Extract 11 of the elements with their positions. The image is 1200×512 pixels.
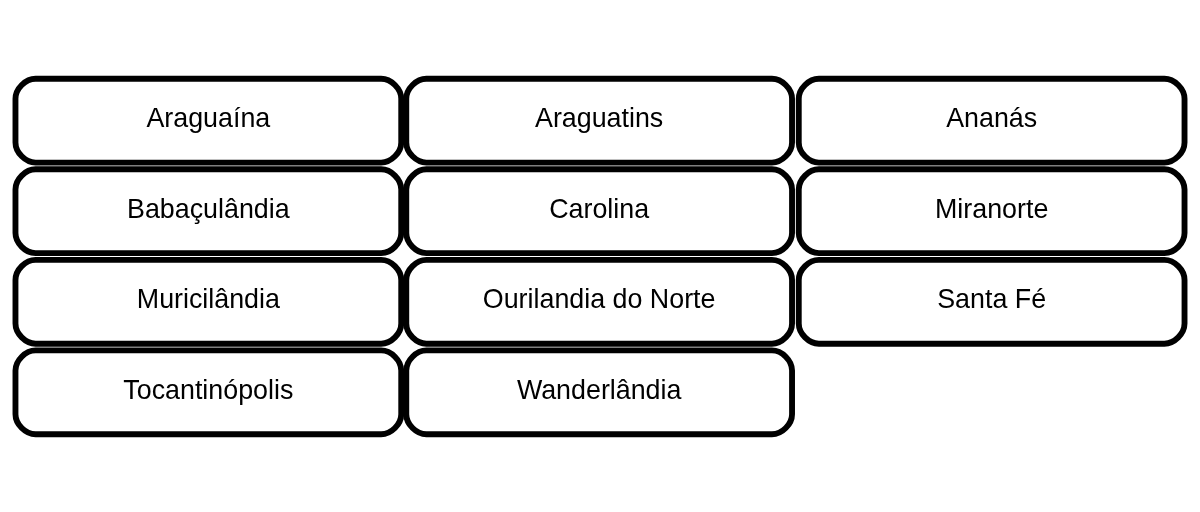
- node-box: Ananás: [795, 75, 1188, 165]
- node-box: Wanderlândia: [403, 347, 795, 437]
- node-box: Ourilandia do Norte: [403, 256, 795, 347]
- node-box: Miranorte: [795, 165, 1188, 256]
- node-box: Muricilândia: [12, 256, 405, 347]
- node-box: Carolina: [403, 165, 795, 256]
- node-box: Araguaína: [12, 75, 405, 165]
- node-box: Tocantinópolis: [12, 347, 405, 437]
- node-box: Santa Fé: [795, 256, 1188, 347]
- node-box: Araguatins: [403, 75, 795, 165]
- node-box: Babaçulândia: [12, 165, 405, 256]
